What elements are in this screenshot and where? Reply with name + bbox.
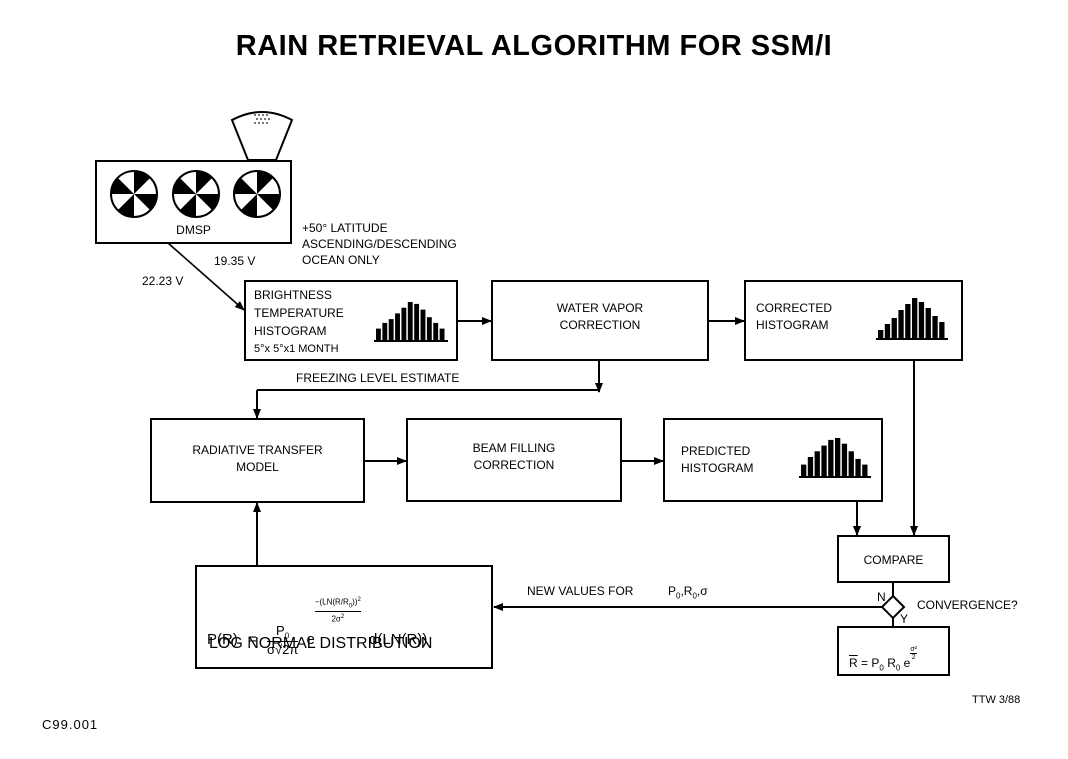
histogram-bar xyxy=(848,451,854,476)
beam-line-1: BEAM FILLING xyxy=(472,441,556,455)
histogram-bar xyxy=(801,464,807,476)
dmsp-satellite-box: DMSP xyxy=(95,160,292,244)
radiative-line-2: MODEL xyxy=(236,460,279,474)
histogram-bar xyxy=(918,302,925,338)
histogram-bar xyxy=(878,330,884,338)
radiative-line-1: RADIATIVE TRANSFER xyxy=(192,443,323,457)
antenna-icon xyxy=(230,111,294,161)
radiative-transfer-box: RADIATIVE TRANSFER MODEL xyxy=(150,418,365,503)
predicted-histogram xyxy=(799,438,871,478)
constraint-orbit: ASCENDING/DESCENDING xyxy=(302,237,457,251)
brightness-line-1: BRIGHTNESS xyxy=(254,288,333,302)
brightness-line-2: TEMPERATURE xyxy=(254,306,344,320)
histogram-bar xyxy=(821,445,827,476)
histogram-bar xyxy=(898,310,904,338)
constraint-ocean: OCEAN ONLY xyxy=(302,253,380,267)
constraint-latitude: +50° LATITUDE xyxy=(302,221,388,235)
predicted-histogram-box: PREDICTED HISTOGRAM xyxy=(663,418,883,502)
brightness-histogram xyxy=(374,302,448,342)
brightness-line-3: HISTOGRAM xyxy=(254,324,327,338)
histogram-bar xyxy=(807,457,814,476)
histogram-bar xyxy=(439,328,445,340)
histogram-bar xyxy=(814,451,820,476)
water-vapor-correction-box: WATER VAPOR CORRECTION xyxy=(491,280,709,361)
histogram-bar xyxy=(925,308,931,338)
histogram-bar xyxy=(939,322,945,338)
convergence-label: CONVERGENCE? xyxy=(917,598,1018,612)
histogram-bar xyxy=(401,307,407,340)
freezing-level-label: FREEZING LEVEL ESTIMATE xyxy=(296,371,460,385)
histogram-bar xyxy=(855,458,861,476)
sensor-wheel-icon xyxy=(110,170,158,218)
beam-filling-box: BEAM FILLING CORRECTION xyxy=(406,418,622,502)
new-values-params: P0,R0,σ xyxy=(668,584,708,601)
decision-no-label: N xyxy=(877,590,886,604)
new-values-label: NEW VALUES FOR xyxy=(527,584,634,598)
predicted-line-1: PREDICTED xyxy=(681,444,751,458)
predicted-line-2: HISTOGRAM xyxy=(681,461,754,475)
sensor-wheel-icon xyxy=(233,170,281,218)
compare-label: COMPARE xyxy=(863,553,924,567)
frequency-19-label: 19.35 V xyxy=(214,254,256,268)
diagram-title: RAIN RETRIEVAL ALGORITHM FOR SSM/I xyxy=(235,30,833,62)
dmsp-label: DMSP xyxy=(176,223,211,237)
beam-line-2: CORRECTION xyxy=(473,458,555,472)
histogram-bar xyxy=(841,443,848,476)
compare-box: COMPARE xyxy=(837,535,950,583)
log-normal-formula: P(R) = P0 σ√2π e −(LN(R/R0))2 2σ2 d(LN(R… xyxy=(207,597,428,657)
figure-code-label: C99.001 xyxy=(42,717,99,732)
sensor-wheel-icon xyxy=(172,170,220,218)
histogram-bar xyxy=(891,318,897,338)
histogram-bar xyxy=(828,439,834,476)
corrected-line-2: HISTOGRAM xyxy=(756,318,829,332)
water-vapor-line-2: CORRECTION xyxy=(559,318,641,332)
histogram-bar xyxy=(835,438,841,476)
histogram-bar xyxy=(407,302,413,340)
histogram-bar xyxy=(395,313,400,340)
histogram-bar xyxy=(414,303,420,340)
corrected-histogram xyxy=(876,298,948,340)
histogram-bar xyxy=(884,324,891,338)
brightness-temperature-box: BRIGHTNESS TEMPERATURE HISTOGRAM 5°x 5°x… xyxy=(244,280,458,361)
corrected-histogram-box: CORRECTED HISTOGRAM xyxy=(744,280,963,361)
frequency-22-label: 22.23 V xyxy=(142,274,184,288)
histogram-bar xyxy=(862,464,868,476)
histogram-bar xyxy=(433,322,439,340)
log-normal-formula-box: P(R) = P0 σ√2π e −(LN(R/R0))2 2σ2 d(LN(R… xyxy=(195,565,493,669)
histogram-bar xyxy=(388,319,394,340)
decision-yes-label: Y xyxy=(900,612,909,626)
histogram-bar xyxy=(426,317,432,340)
author-date-label: TTW 3/88 xyxy=(972,694,1021,706)
corrected-line-1: CORRECTED xyxy=(756,301,833,315)
histogram-bar xyxy=(932,316,938,338)
histogram-bar xyxy=(912,298,918,338)
brightness-line-4: 5°x 5°x1 MONTH xyxy=(254,343,339,355)
log-normal-caption: LOG NORMAL DISTRIBUTION xyxy=(209,635,433,652)
histogram-bar xyxy=(376,328,381,340)
water-vapor-line-1: WATER VAPOR xyxy=(556,301,644,315)
sensor-wheels xyxy=(110,170,281,218)
histogram-bar xyxy=(382,322,388,340)
histogram-bar xyxy=(905,304,911,338)
histogram-bar xyxy=(420,309,426,340)
